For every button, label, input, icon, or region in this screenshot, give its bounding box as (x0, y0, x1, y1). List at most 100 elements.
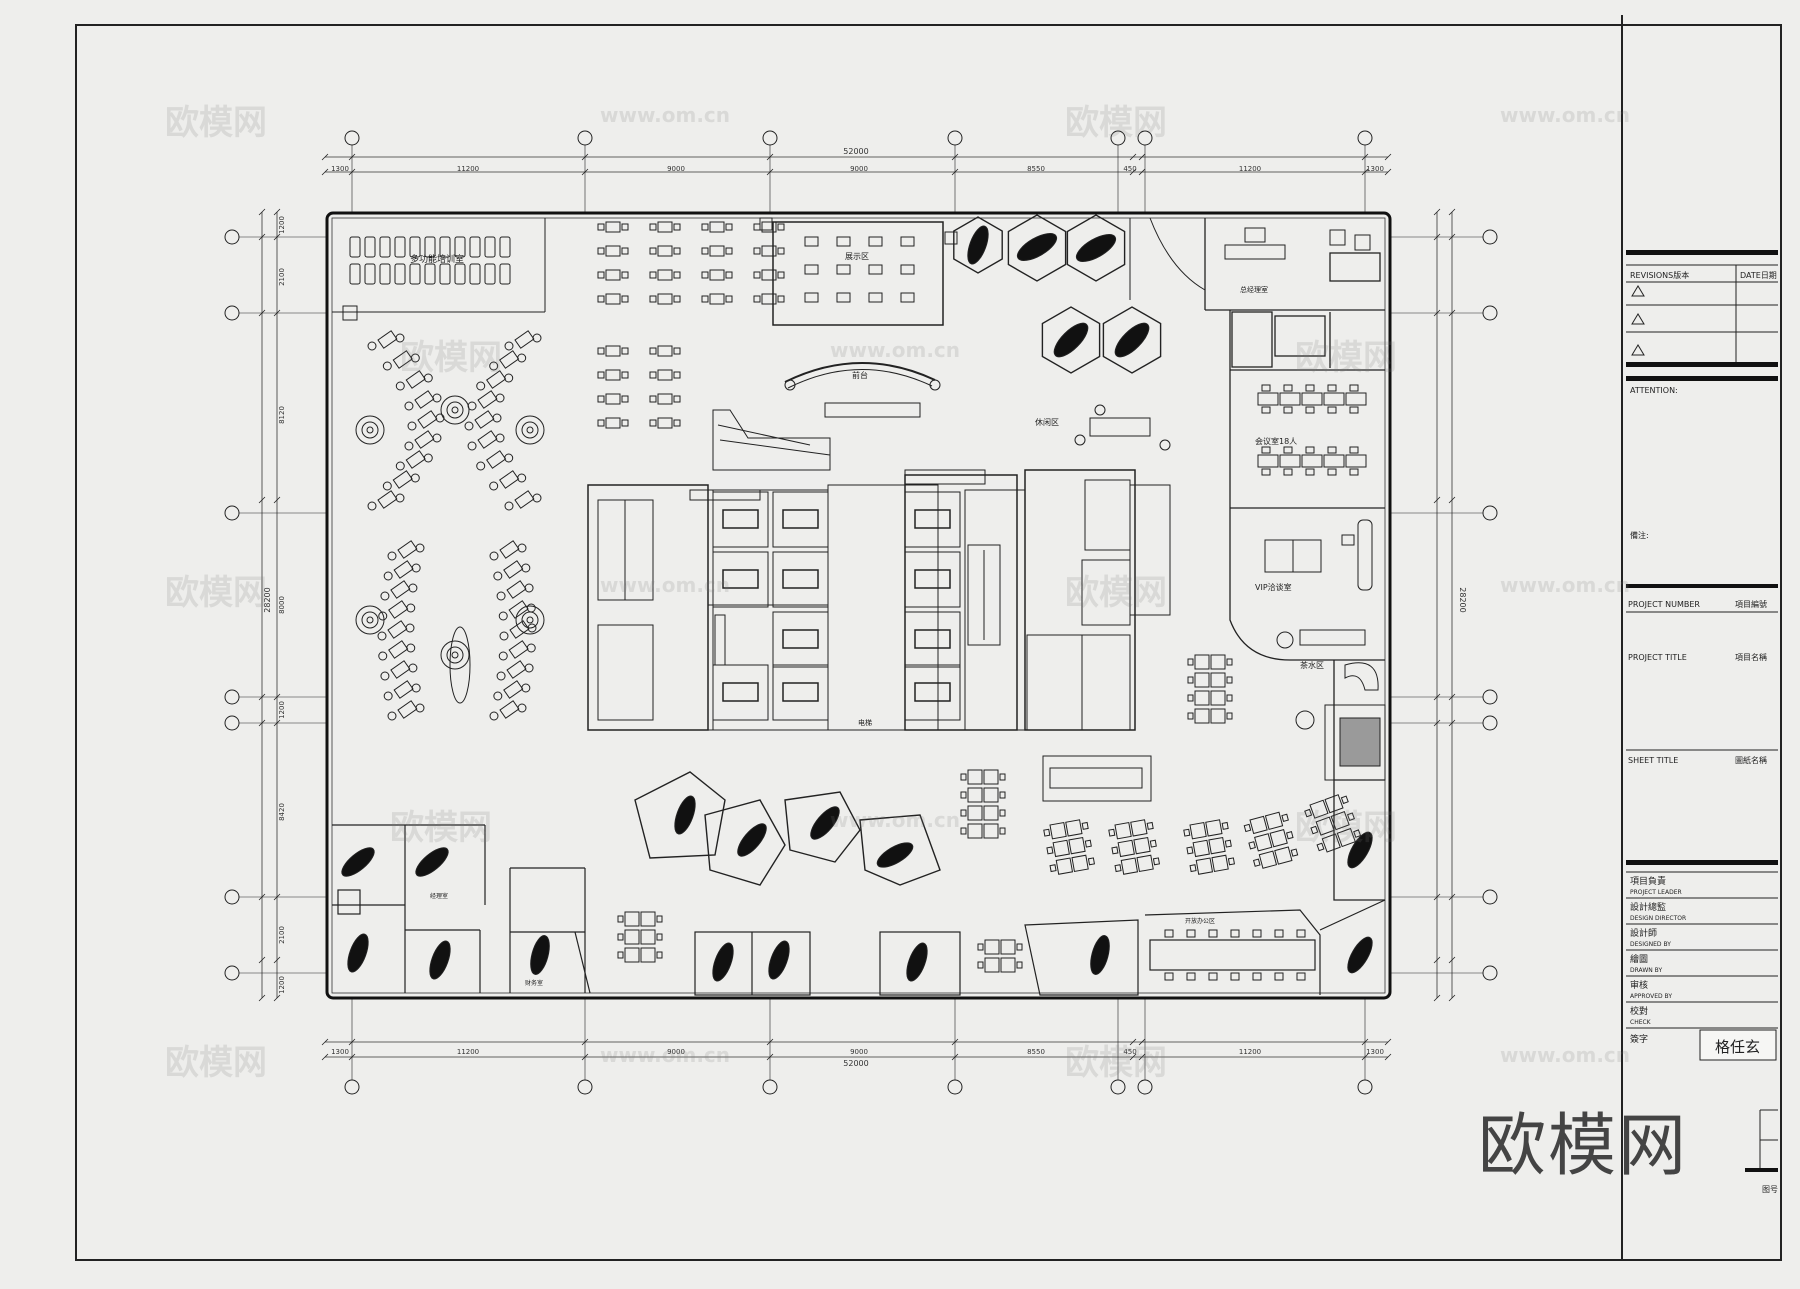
chair (753, 247, 761, 255)
hex-room (1041, 306, 1101, 374)
seat (454, 236, 466, 258)
dim-bottom-6: 11200 (1239, 1048, 1261, 1056)
executive-desk (347, 933, 369, 973)
chair (1349, 384, 1359, 392)
chair (423, 373, 433, 383)
lift-cab (782, 509, 819, 529)
notes-label: 備注: (1630, 530, 1649, 540)
chair (597, 395, 605, 403)
desk (1210, 672, 1226, 688)
workstation (514, 330, 535, 349)
chair (1261, 446, 1271, 454)
chair (597, 271, 605, 279)
chair (597, 419, 605, 427)
axis-bubbles (224, 130, 1498, 1095)
dim-top-6: 11200 (1239, 165, 1261, 173)
workstation (486, 450, 507, 469)
chair (673, 347, 681, 355)
reception-area: 前台 (784, 362, 941, 418)
chair (367, 501, 377, 511)
axis-bubble (224, 965, 240, 981)
cluster (617, 911, 663, 963)
chair (673, 223, 681, 231)
executive-desk (768, 940, 790, 980)
plant (521, 611, 539, 629)
chair (960, 773, 967, 781)
chair (656, 951, 663, 959)
chair (1316, 842, 1325, 852)
lift-cab (914, 569, 951, 589)
pentagon-room (859, 814, 941, 886)
dim-tick (1138, 1038, 1146, 1046)
chair (1349, 468, 1359, 476)
chair (1230, 972, 1240, 981)
chair (387, 711, 397, 721)
dim-bottom-1: 11200 (457, 1048, 479, 1056)
chair (1261, 406, 1271, 414)
cluster (1183, 819, 1236, 875)
desk (605, 417, 621, 429)
dim-tick (1448, 496, 1456, 504)
executive-desk (429, 940, 451, 980)
chair (701, 223, 709, 231)
workstation (477, 430, 498, 449)
dim-tick (1384, 168, 1392, 176)
chair (464, 421, 474, 431)
chair (517, 703, 527, 713)
workstation (377, 490, 398, 509)
executive-desk (415, 847, 449, 877)
executive-desk (1347, 936, 1373, 974)
plant (451, 651, 459, 659)
chair (411, 683, 421, 693)
chair (777, 295, 785, 303)
hex-rooms (634, 214, 1162, 886)
chair (1226, 676, 1233, 684)
desk (967, 787, 983, 803)
table-seg (1279, 454, 1301, 468)
dim-bottom-5: 450 (1123, 1048, 1136, 1056)
exhibit-table (900, 236, 915, 247)
chair (380, 671, 390, 681)
building-inner (331, 217, 1386, 994)
chair (1283, 468, 1293, 476)
desk (657, 417, 673, 429)
dim-total-top: 52000 (843, 147, 868, 156)
dim-tick (1129, 168, 1137, 176)
chair (476, 381, 486, 391)
desk (1195, 857, 1214, 875)
chair (701, 247, 709, 255)
chair (656, 933, 663, 941)
cluster (1043, 819, 1096, 875)
project-title-cn: 項目名稱 (1735, 652, 1767, 662)
chair (999, 773, 1006, 781)
seat (439, 236, 451, 258)
axis-bubble (762, 130, 778, 146)
chair (673, 419, 681, 427)
desk (605, 393, 621, 405)
desk (761, 221, 777, 233)
exhibit-table (868, 264, 883, 275)
exhibit-table (836, 292, 851, 303)
desk (1258, 850, 1278, 869)
workstation (393, 680, 414, 699)
plant (361, 421, 379, 439)
chair (378, 611, 388, 621)
axis-bubble (224, 505, 240, 521)
chair (1081, 821, 1089, 830)
chair (960, 809, 967, 817)
desk (657, 369, 673, 381)
chair (725, 247, 733, 255)
desk (1068, 836, 1086, 855)
exhibit-tables (804, 236, 915, 303)
title-block: REVISIONS版本 DATE日期 ATTENTION: 備注: PROJEC… (1626, 250, 1778, 1194)
chair (649, 247, 657, 255)
workstation (393, 560, 414, 579)
lift-cab (782, 629, 819, 649)
chair (1224, 839, 1232, 848)
lift-car (772, 611, 829, 668)
workstation (397, 540, 418, 559)
dim-bottom-0: 1300 (331, 1048, 349, 1056)
desk (657, 345, 673, 357)
dim-left-0: 1200 (278, 216, 286, 234)
project-leader-en: PROJECT LEADER (1630, 889, 1682, 896)
